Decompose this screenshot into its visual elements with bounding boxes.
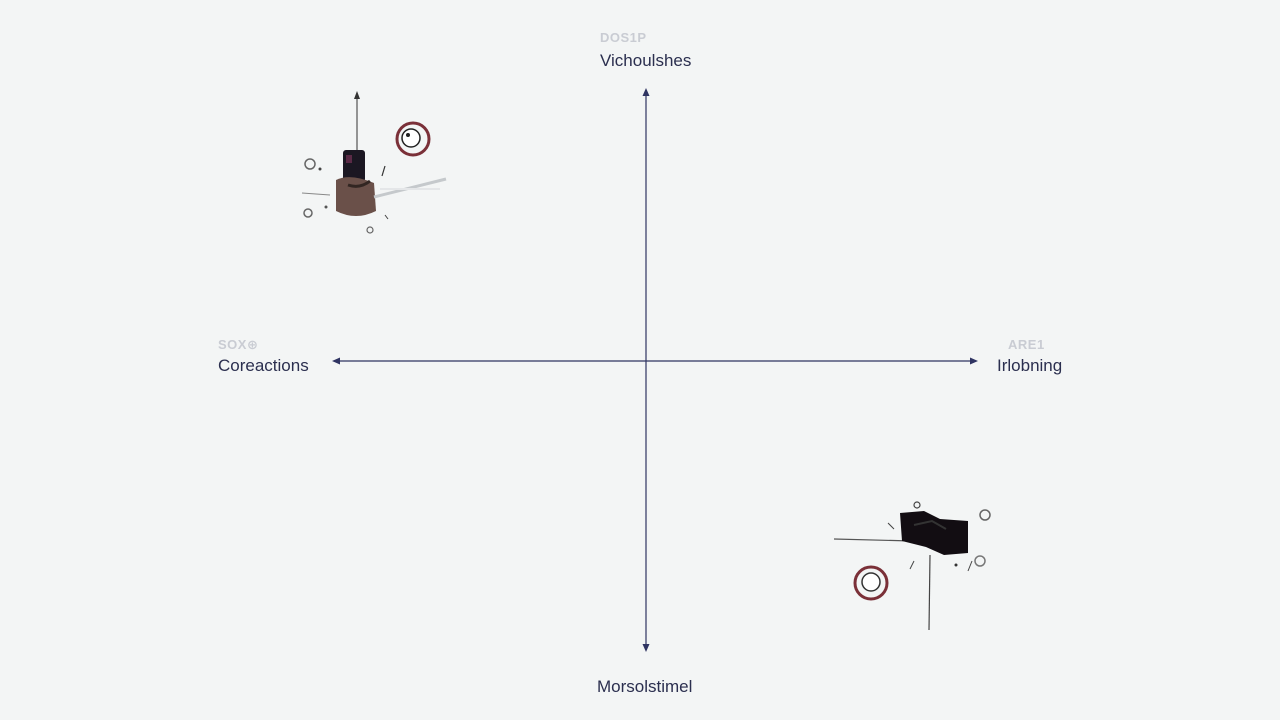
arrow-right-icon [970, 357, 978, 365]
right-axis-label: Irlobning [997, 356, 1063, 375]
top-axis-tag: DOS1P [600, 30, 647, 45]
right-axis-tag: ARE1 [1008, 337, 1045, 352]
left-axis-label: Coreactions [218, 356, 309, 375]
arrow-up-icon [642, 88, 650, 96]
top-axis-label: Vichoulshes [600, 51, 692, 70]
sketch-cluster-top-left [301, 91, 447, 234]
sketch-cluster-bottom-right [833, 501, 991, 631]
bottom-axis-label: Morsolstimel [597, 677, 693, 696]
arrow-down-icon [642, 644, 650, 652]
arrow-left-icon [332, 357, 340, 365]
left-axis-tag: SOX⊕ [218, 337, 259, 352]
